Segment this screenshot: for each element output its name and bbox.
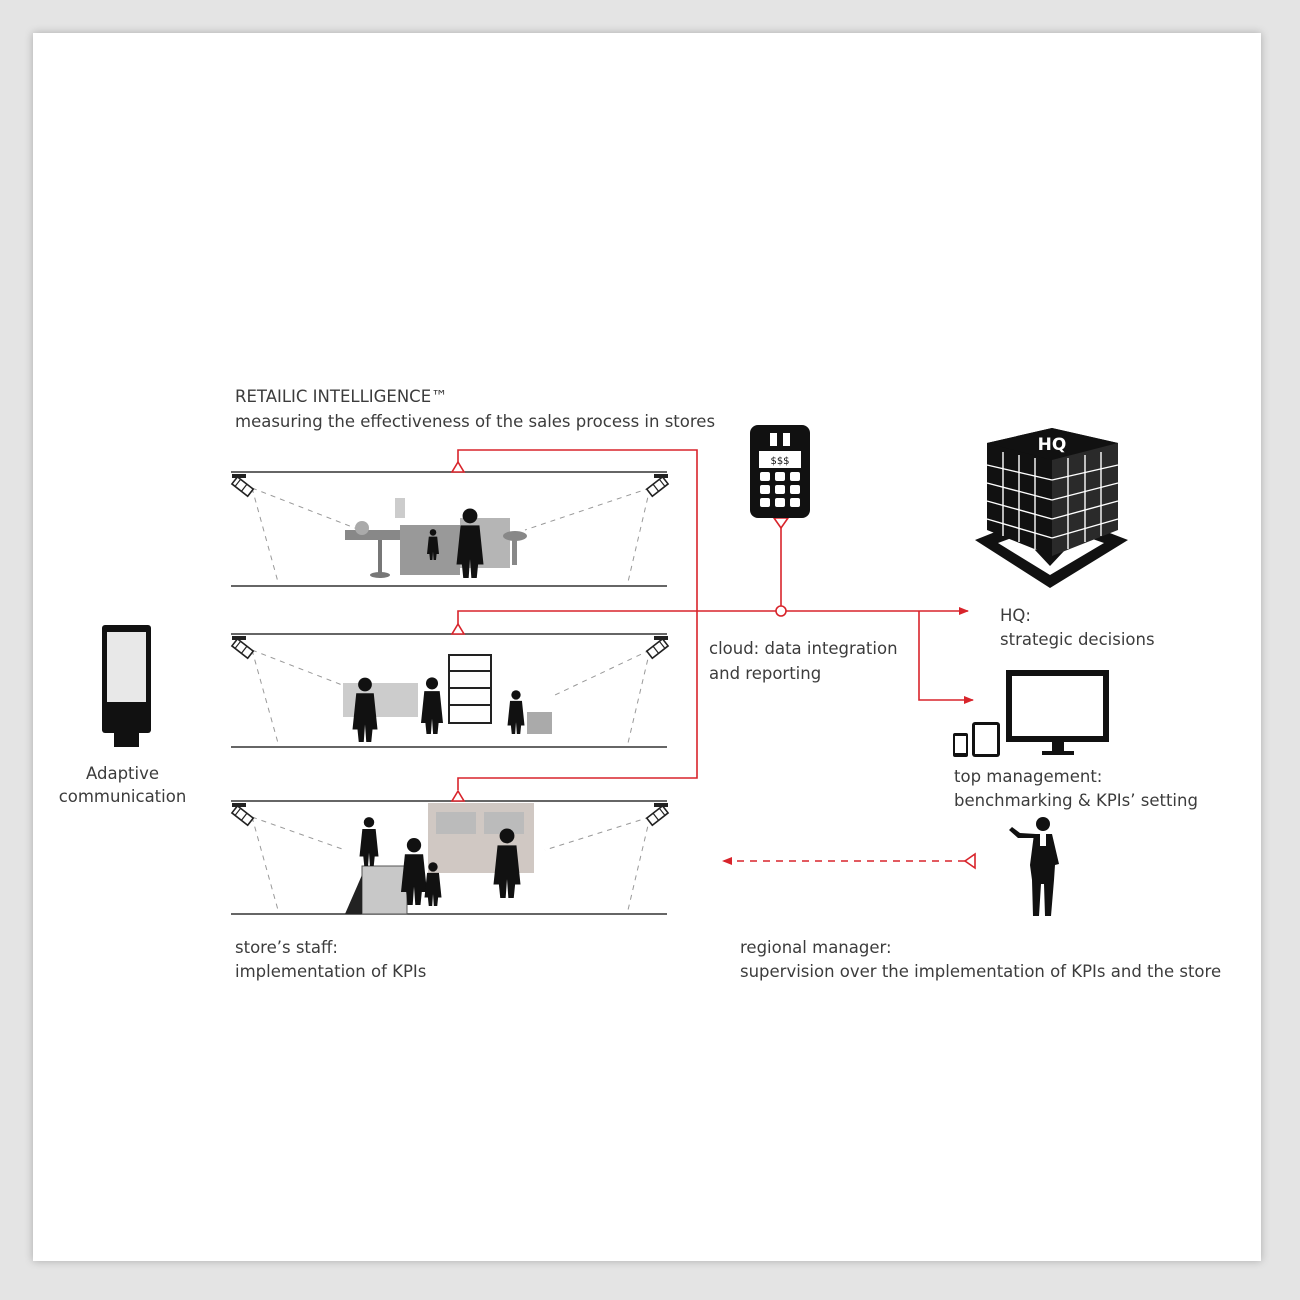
store-floor-2 xyxy=(231,633,669,748)
hq-label-line2: strategic decisions xyxy=(1000,630,1155,649)
ceiling-camera-icon xyxy=(645,802,669,827)
cloud-label-line1: cloud: data integration xyxy=(709,639,898,658)
staff-label-line2: implementation of KPIs xyxy=(235,962,427,981)
hq-badge: HQ xyxy=(1038,435,1067,455)
phone-icon xyxy=(953,733,968,757)
diagram-title: RETAILIC INTELLIGENCE™ xyxy=(235,387,448,406)
store-floor-3 xyxy=(231,800,669,915)
diagram-subtitle: measuring the effectiveness of the sales… xyxy=(235,412,716,431)
adaptive-label-line1: Adaptive xyxy=(85,764,160,783)
terminal-screen: $$$ xyxy=(770,456,789,467)
cloud-hub-node xyxy=(775,605,787,617)
regional-label-line2: supervision over the implementation of K… xyxy=(740,962,1222,981)
terminal-node xyxy=(772,517,790,530)
adaptive-label-line2: communication xyxy=(58,787,187,806)
store-scene-2 xyxy=(343,654,552,742)
store-floor-1 xyxy=(231,471,669,587)
sensor-node-store-1 xyxy=(450,460,466,473)
store-scene-3 xyxy=(345,803,534,915)
adaptive-display-icon xyxy=(102,625,151,747)
ceiling-camera-icon xyxy=(231,473,255,498)
data-flow-lines xyxy=(457,449,974,865)
hq-label-line1: HQ: xyxy=(1000,606,1031,625)
staff-label-line1: store’s staff: xyxy=(235,938,338,957)
sensor-node-store-2 xyxy=(450,622,466,635)
sensor-node-store-3 xyxy=(450,789,466,802)
ceiling-camera-icon xyxy=(645,635,669,660)
store-scene-1 xyxy=(345,498,527,578)
ceiling-camera-icon xyxy=(231,802,255,827)
regional-manager-node xyxy=(963,852,976,870)
monitor-icon xyxy=(1006,670,1109,755)
businessman-icon xyxy=(1009,817,1059,916)
tablet-icon xyxy=(972,722,1000,757)
regional-label-line1: regional manager: xyxy=(740,938,892,957)
ceiling-camera-icon xyxy=(645,473,669,498)
payment-terminal-icon: $$$ xyxy=(750,425,810,518)
cloud-label-line2: and reporting xyxy=(709,664,822,683)
top-management-label-line2: benchmarking & KPIs’ setting xyxy=(954,791,1198,810)
top-management-label-line1: top management: xyxy=(954,767,1103,786)
hq-building-icon: HQ xyxy=(975,428,1128,588)
ceiling-camera-icon xyxy=(231,635,255,660)
